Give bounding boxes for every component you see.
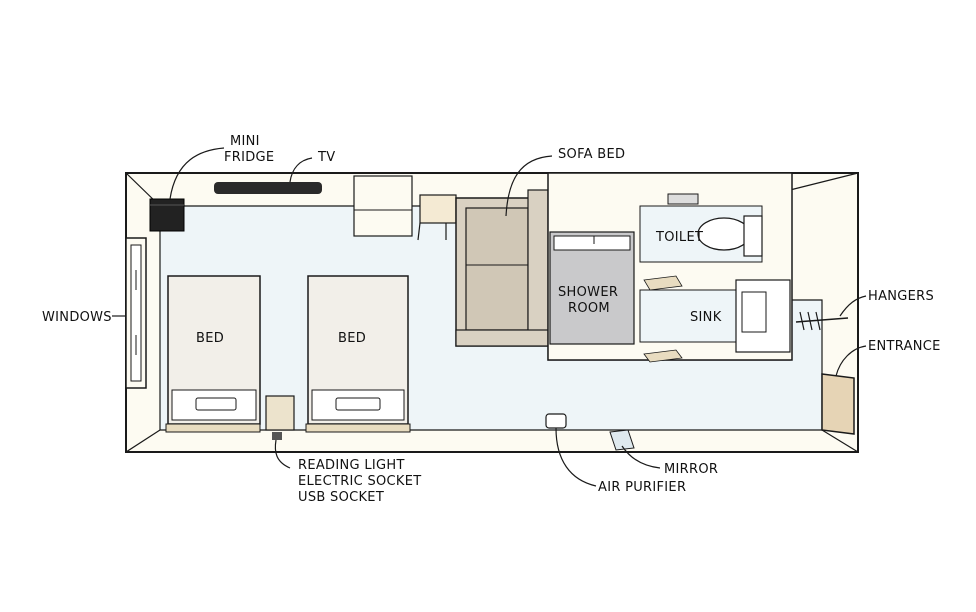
leader-lines (112, 147, 867, 487)
entrance-label: ENTRANCE (868, 339, 941, 354)
tv (214, 182, 322, 194)
bed-2-label: BED (338, 331, 366, 346)
windows (125, 237, 147, 389)
electric-socket-label: ELECTRIC SOCKET (298, 474, 422, 489)
shower-room-label-line1: SHOWER (558, 285, 618, 300)
bed-2 (305, 275, 411, 433)
bathroom-block (547, 172, 793, 363)
mirror-label: MIRROR (664, 462, 718, 477)
nightstand (265, 395, 295, 440)
usb-socket-label: USB SOCKET (298, 490, 384, 505)
sink-label: SINK (690, 310, 722, 325)
air-purifier-label: AIR PURIFIER (598, 480, 686, 495)
air-purifier (545, 413, 567, 429)
entrance-door (821, 373, 855, 435)
bed-1 (165, 275, 261, 433)
reading-light-label: READING LIGHT (298, 458, 405, 473)
sofa-bed-label: SOFA BED (558, 147, 625, 162)
desk (353, 175, 413, 237)
shower-room-label-line2: ROOM (568, 301, 610, 316)
hangers (795, 311, 849, 331)
toilet-label: TOILET (655, 230, 703, 245)
mini-fridge-label-line2: FRIDGE (224, 150, 274, 165)
bed-1-label: BED (196, 331, 224, 346)
small-table (417, 194, 457, 241)
windows-label: WINDOWS (42, 310, 112, 325)
hangers-label: HANGERS (868, 289, 934, 304)
mini-fridge-label-line1: MINI (230, 134, 260, 149)
mini-fridge (149, 198, 185, 232)
sofa-bed (455, 189, 549, 347)
tv-label: TV (317, 150, 335, 165)
mirror (609, 429, 635, 451)
